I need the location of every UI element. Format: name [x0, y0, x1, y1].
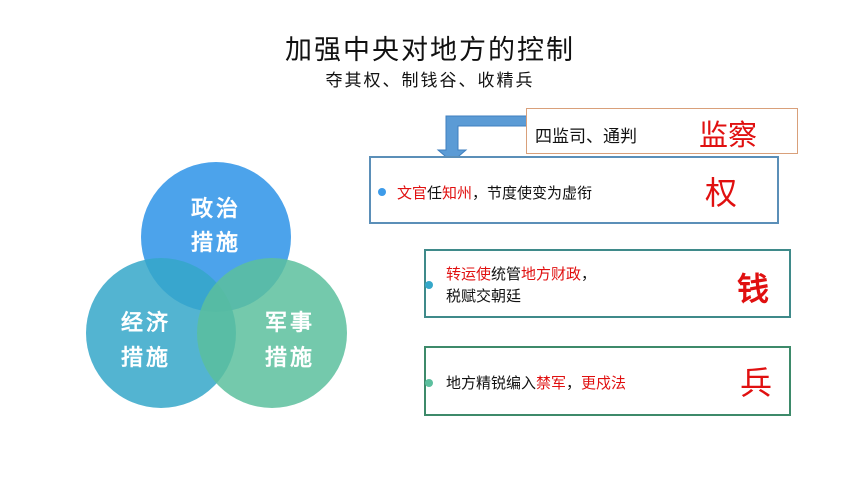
economic-keyword: 钱: [737, 270, 770, 308]
supervise-text: 四监司、通判: [535, 127, 637, 147]
bullet-dot-icon: [425, 281, 433, 289]
economic-seg1: 转运使: [446, 265, 492, 283]
political-keyword: 权: [705, 174, 738, 212]
venn-circle-economic: [86, 258, 236, 408]
page-subtitle: 夺其权、制钱谷、收精兵: [325, 71, 535, 91]
venn-right-line2: 措施: [265, 345, 315, 371]
economic-seg2: 统管: [491, 265, 522, 283]
economic-seg4: ，: [581, 265, 597, 283]
card-political: 文官任知州，节度使变为虚衔 权: [369, 156, 779, 224]
economic-text-line2: 税赋交朝廷: [446, 287, 522, 305]
political-seg1: 文官: [397, 184, 428, 202]
venn-left-line2: 措施: [121, 345, 171, 371]
venn-top-line2: 措施: [191, 230, 241, 256]
military-keyword: 兵: [740, 364, 773, 402]
political-seg2: 任: [427, 184, 443, 202]
venn-top-line1: 政治: [191, 196, 241, 222]
economic-seg3: 地方财政: [521, 265, 582, 283]
military-seg3: ，: [566, 374, 582, 392]
supervise-box: 四监司、通判 监察: [526, 108, 798, 154]
card-military: 地方精锐编入禁军，更戍法 兵: [424, 346, 791, 416]
venn-left-line1: 经济: [121, 310, 171, 336]
political-text: 文官任知州，节度使变为虚衔: [397, 182, 592, 203]
card-economic: 转运使统管地方财政， 税赋交朝廷 钱: [424, 249, 791, 318]
political-seg4: ，节度使变为虚衔: [472, 184, 593, 202]
political-seg3: 知州: [442, 184, 473, 202]
venn-right-line1: 军事: [265, 310, 315, 336]
venn-circle-military: [197, 258, 347, 408]
bullet-dot-icon: [378, 188, 386, 196]
military-seg1: 地方精锐编入: [446, 374, 537, 392]
page-title: 加强中央对地方的控制: [285, 35, 575, 66]
military-seg4: 更戍法: [581, 374, 627, 392]
bullet-dot-icon: [425, 379, 433, 387]
supervise-keyword: 监察: [699, 118, 758, 152]
economic-text-line1: 转运使统管地方财政，: [446, 263, 596, 284]
military-text: 地方精锐编入禁军，更戍法: [446, 372, 626, 393]
military-seg2: 禁军: [536, 374, 567, 392]
